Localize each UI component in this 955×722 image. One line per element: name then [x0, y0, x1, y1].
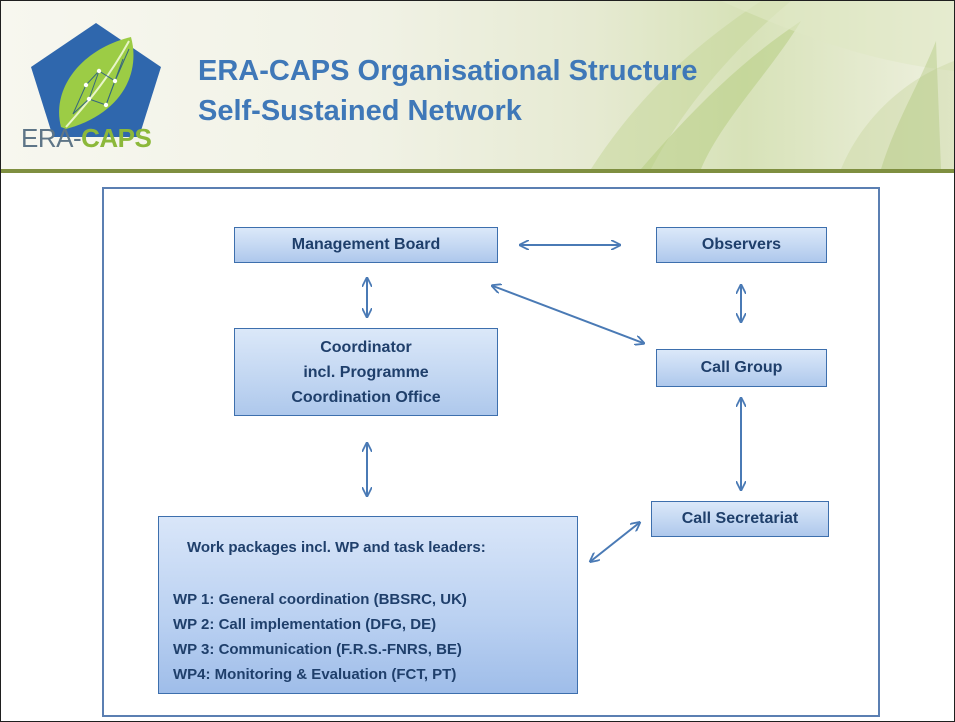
header-divider	[1, 169, 954, 173]
wp-item: WP 2: Call implementation (DFG, DE)	[173, 616, 437, 633]
observers-label: Observers	[701, 236, 782, 253]
observers-box: Observers	[656, 227, 827, 263]
management-board-label: Management Board	[291, 236, 441, 253]
management-board-box: Management Board	[234, 227, 498, 263]
title-line-1: ERA-CAPS Organisational Structure	[198, 55, 698, 87]
wp-item: WP 1: General coordination (BBSRC, UK)	[173, 591, 467, 608]
work-packages-heading: Work packages incl. WP and task leaders:	[187, 539, 486, 556]
era-caps-logo-icon	[31, 23, 161, 137]
slide-header: ERA-CAPS ERA-CAPS Organisational Structu…	[1, 1, 954, 169]
coordinator-box: Coordinator incl. Programme Coordination…	[234, 328, 498, 416]
call-group-box: Call Group	[656, 349, 827, 387]
coordinator-line-3: Coordination Office	[291, 388, 441, 406]
wp-item: WP 3: Communication (F.R.S.-FNRS, BE)	[173, 641, 462, 658]
leaf-background-decoration	[591, 1, 954, 169]
arrow-secretariat-workpackages	[591, 523, 639, 561]
call-group-label: Call Group	[700, 359, 783, 376]
slide-title: ERA-CAPS Organisational Structure Self-S…	[198, 51, 698, 131]
coordinator-line-2: incl. Programme	[303, 363, 429, 381]
call-secretariat-box: Call Secretariat	[651, 501, 829, 537]
call-secretariat-label: Call Secretariat	[681, 510, 799, 527]
logo-era-text: ERA-	[21, 123, 82, 153]
wp-item: WP4: Monitoring & Evaluation (FCT, PT)	[173, 666, 457, 683]
work-packages-list: WP 1: General coordination (BBSRC, UK) W…	[173, 587, 467, 687]
logo-caps-text: CAPS	[81, 123, 152, 153]
arrow-board-callgroup	[493, 286, 643, 343]
coordinator-line-1: Coordinator	[320, 338, 412, 356]
work-packages-box: Work packages incl. WP and task leaders:…	[158, 516, 578, 694]
logo-wordmark: ERA-CAPS	[21, 123, 152, 154]
title-line-2: Self-Sustained Network	[198, 95, 522, 127]
